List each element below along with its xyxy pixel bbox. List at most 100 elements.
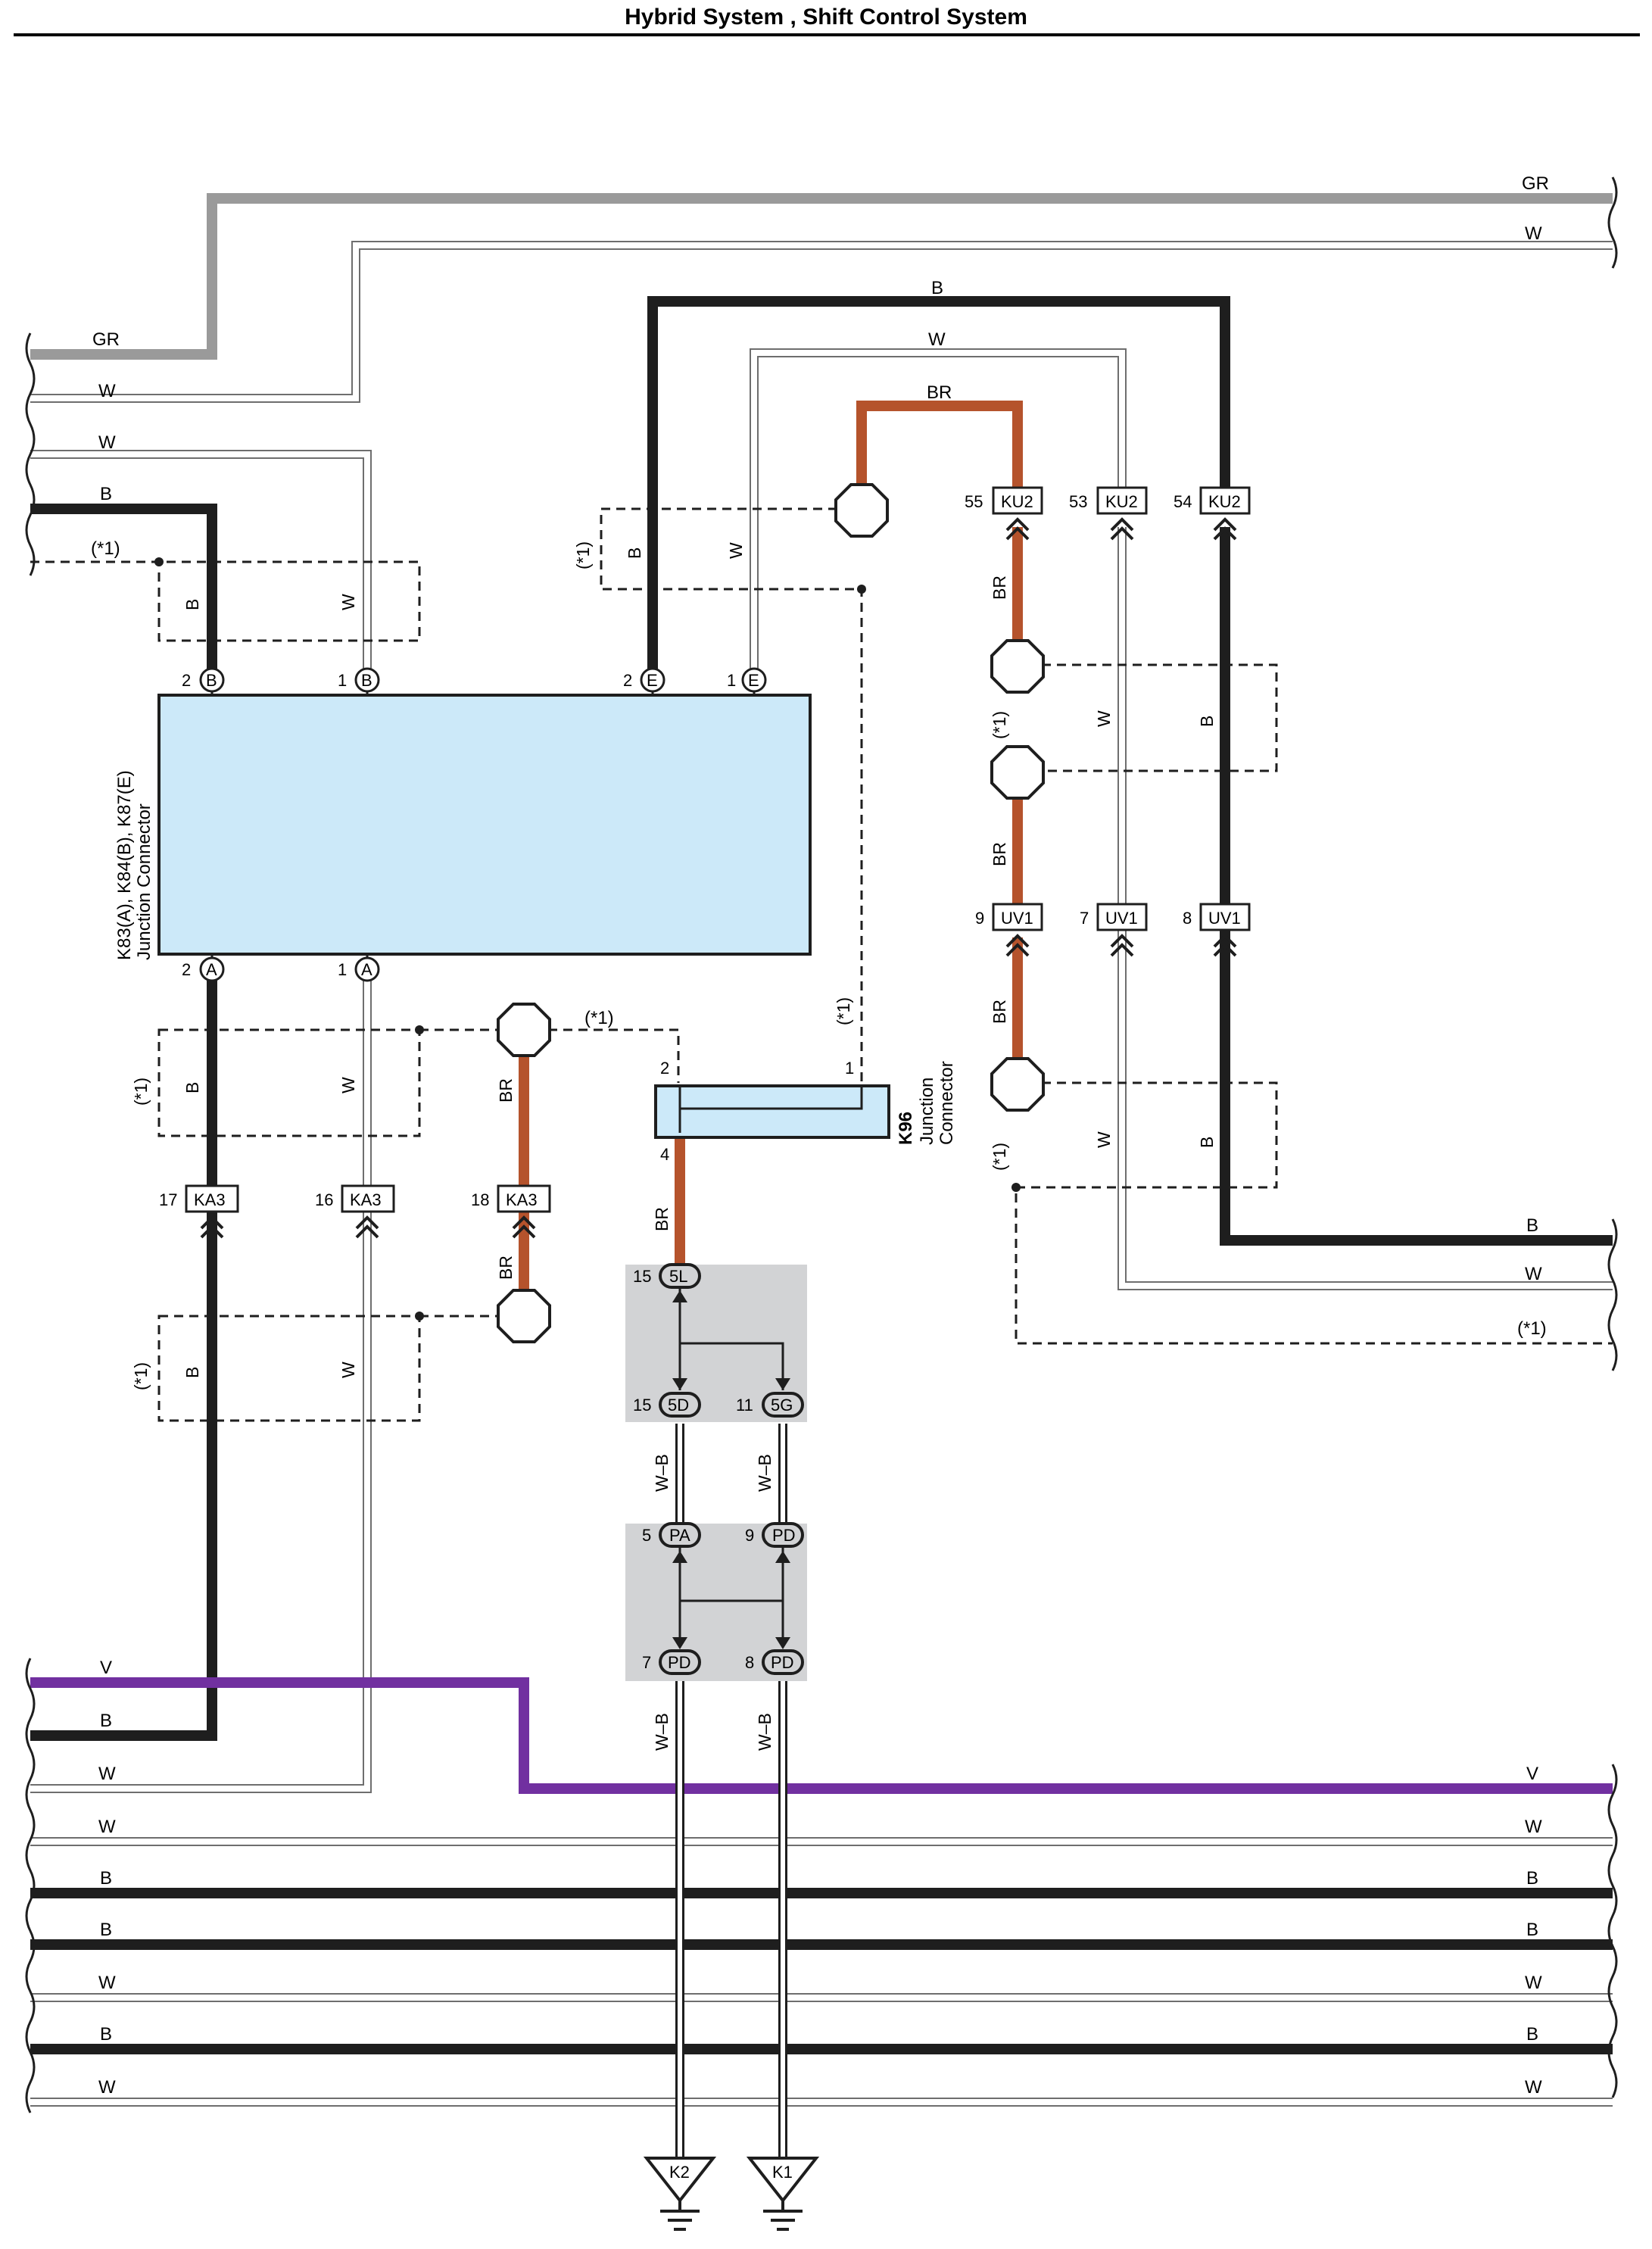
ground-k1: K1 <box>772 2163 793 2182</box>
ka3-code-17: KA3 <box>194 1190 226 1209</box>
pin-1e-code: E <box>748 671 759 690</box>
wire-b-2a <box>30 978 217 1741</box>
ku2-code-55: KU2 <box>1001 492 1033 511</box>
joint-5d-code: 5D <box>668 1396 689 1415</box>
joint-5g-pin: 11 <box>736 1396 753 1415</box>
label-v-right: V <box>1526 1764 1538 1784</box>
k96-connector-body <box>654 1084 890 1139</box>
ka3-pin-18: 18 <box>471 1190 489 1209</box>
label-shield-topmid: (*1) <box>573 541 593 569</box>
ka3-pin-16: 16 <box>315 1190 333 1209</box>
pin-2b-num: 2 <box>182 671 191 690</box>
wire-gr <box>30 193 1613 360</box>
uv1-code-9: UV1 <box>1001 909 1033 928</box>
label-w-left-2: W <box>98 432 116 453</box>
shield-top-mid <box>600 507 863 1086</box>
label-br-uv1-below: BR <box>990 1000 1009 1024</box>
k96-pin-2: 2 <box>660 1059 669 1078</box>
joint-pd9-code: PD <box>772 1526 796 1545</box>
wire-br-top <box>856 401 1023 500</box>
wire-labels: GR W B W BR GR W W B (*1) B W (*1) B W B… <box>91 173 1549 2098</box>
label-br-k96: BR <box>652 1207 672 1231</box>
pin-2e-code: E <box>647 671 658 690</box>
pin-1a-code: A <box>361 960 372 979</box>
label-b-shield1: B <box>182 599 202 610</box>
wire-w-top-inner <box>30 242 1613 401</box>
pin-2a-code: A <box>206 960 217 979</box>
label-b-bus1-r: B <box>1526 1868 1538 1889</box>
shield-lines <box>30 507 1613 1422</box>
label-w-bus2-l: W <box>98 1973 116 1993</box>
label-w-bus1-l: W <box>98 1817 116 1837</box>
connector-ka3: KA3 KA3 KA3 17 16 18 <box>159 1184 551 1239</box>
wire-b-top <box>647 296 1230 678</box>
wire-w-1b-inner <box>30 451 370 678</box>
label-v-left: V <box>100 1658 112 1678</box>
wires <box>30 193 1613 2158</box>
joint-pa-code: PA <box>669 1526 690 1545</box>
label-w-left-1: W <box>98 381 116 401</box>
label-w-bus2-r: W <box>1525 1973 1542 1993</box>
ground-joint-pills: 5L 5D 5G PA PD PD PD 15 15 11 5 9 7 8 <box>633 1263 804 1675</box>
ku2-pin-55: 55 <box>965 492 983 511</box>
label-b-ka3-lower: B <box>182 1367 202 1378</box>
label-w-right-top: W <box>1525 223 1542 244</box>
label-w-ka3-upper: W <box>338 1077 358 1093</box>
pin-2b-code: B <box>206 671 217 690</box>
pin-1b-num: 1 <box>338 671 347 690</box>
label-wb-5d: W–B <box>652 1454 672 1492</box>
junction-pins-bottom: A A 2 1 <box>182 956 380 982</box>
label-w-ku2: W <box>1094 710 1114 727</box>
label-br-ka3-top: BR <box>496 1078 516 1103</box>
joint-pd9-pin: 9 <box>745 1526 754 1545</box>
label-gr-left: GR <box>92 329 120 350</box>
ka3-code-16: KA3 <box>350 1190 382 1209</box>
wire-b-2b <box>30 504 217 678</box>
pin-2a-num: 2 <box>182 960 191 979</box>
junction-connector-main-name: Junction Connector <box>134 803 154 960</box>
joint-pd7-code: PD <box>668 1653 691 1672</box>
junction-connector-main-body <box>157 694 812 956</box>
label-b-bus2-l: B <box>100 1920 112 1940</box>
pin-2e-num: 2 <box>623 671 632 690</box>
uv1-code-7: UV1 <box>1105 909 1138 928</box>
label-shield-ka3-upper: (*1) <box>131 1078 151 1106</box>
ground-joint-internal <box>678 1287 784 1648</box>
ku2-code-53: KU2 <box>1105 492 1138 511</box>
label-w-left-bottom: W <box>98 1764 116 1784</box>
label-b-ku2: B <box>1197 716 1217 727</box>
label-w-uv1: W <box>1094 1131 1114 1148</box>
label-b-bus2-r: B <box>1526 1920 1538 1940</box>
connector-uv1: UV1 UV1 UV1 9 7 8 <box>975 903 1251 957</box>
label-b-bus3-l: B <box>100 2024 112 2045</box>
ground-k2: K2 <box>669 2163 690 2182</box>
label-w-bus3-r: W <box>1525 2077 1542 2098</box>
k96-name-2: Connector <box>937 1061 957 1145</box>
k96-internal <box>678 1086 863 1133</box>
wire-w-right-inner <box>1119 527 1613 1289</box>
ground-symbols <box>643 2157 820 2204</box>
pin-1e-num: 1 <box>727 671 736 690</box>
joint-pd8-pin: 8 <box>745 1653 754 1672</box>
shield-octagons <box>497 483 1045 1343</box>
label-b-left-bottom: B <box>100 1711 112 1731</box>
label-b-uv1: B <box>1197 1137 1217 1148</box>
label-wb-k2: W–B <box>652 1713 672 1751</box>
joint-5d-pin: 15 <box>633 1396 651 1415</box>
label-gr-right: GR <box>1522 173 1549 194</box>
ka3-code-18: KA3 <box>506 1190 538 1209</box>
wire-w-right-outer <box>1117 527 1613 1290</box>
label-w-bus3-l: W <box>98 2077 116 2098</box>
wire-v <box>30 1677 1613 1794</box>
wire-w-1e-inner <box>751 350 1125 678</box>
label-b-bus3-r: B <box>1526 2024 1538 2045</box>
page-title: Hybrid System , Shift Control System <box>625 5 1027 30</box>
label-w-right-mid: W <box>1525 1264 1542 1284</box>
uv1-pin-7: 7 <box>1080 909 1089 928</box>
k96-id: K96 <box>896 1112 916 1145</box>
k96-pin-4: 4 <box>660 1145 669 1164</box>
wire-w-1a-outer <box>30 978 372 1793</box>
label-b-topmid: B <box>625 547 644 559</box>
shield-ka3-upper <box>157 1028 680 1137</box>
